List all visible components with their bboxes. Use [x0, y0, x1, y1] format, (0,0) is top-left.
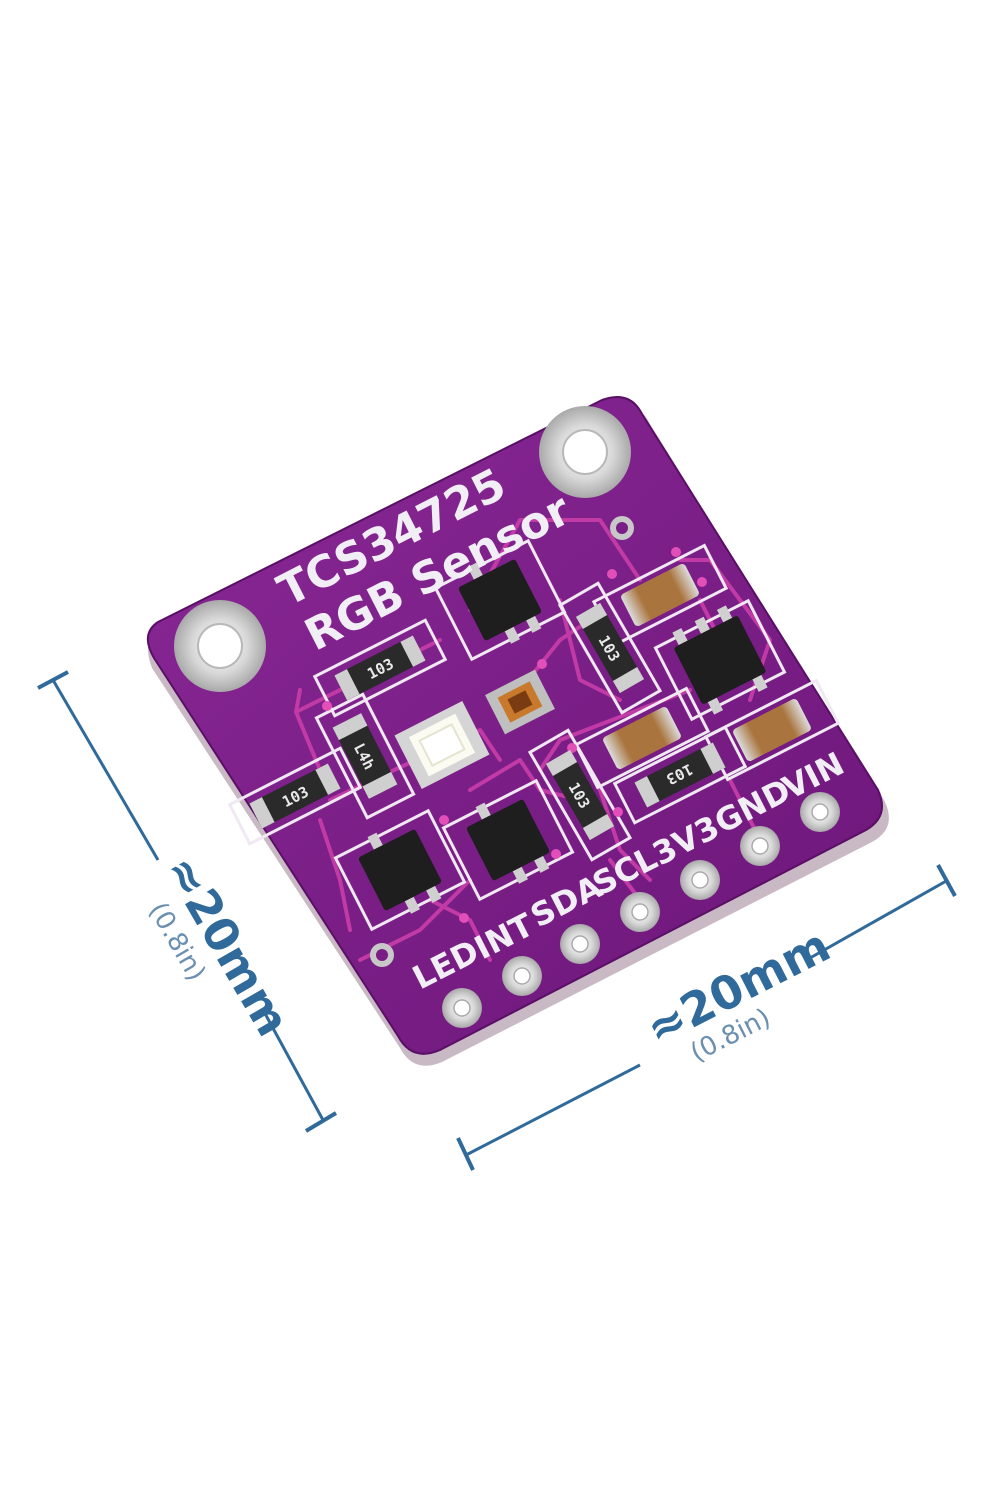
pad-int — [502, 956, 542, 996]
pcb-board: 103 103 103 103 103 — [147, 396, 889, 1066]
pad-led — [442, 988, 482, 1028]
transistor-q1 — [458, 559, 542, 644]
capacitor-c3 — [733, 698, 811, 762]
resistor-r5: 103 — [634, 742, 726, 808]
pad-sda — [560, 924, 600, 964]
capacitor-c1 — [621, 563, 699, 627]
mounting-hole-right — [539, 406, 631, 498]
transistor-q3 — [466, 799, 550, 884]
capacitor-c2 — [603, 706, 681, 770]
regulator-ic — [672, 605, 768, 715]
color-sensor-chip — [485, 669, 555, 735]
pad-3v3 — [680, 860, 720, 900]
pad-gnd — [740, 826, 780, 866]
white-led — [394, 701, 490, 789]
pad-scl — [620, 892, 660, 932]
transistor-q2 — [358, 829, 442, 914]
inductor: L4h — [332, 713, 398, 799]
resistor-r2: 103 — [249, 763, 341, 829]
pad-vin — [800, 792, 840, 832]
silkscreen-outlines — [227, 538, 841, 932]
vias — [322, 516, 707, 967]
header-pads — [442, 792, 840, 1028]
mounting-hole-left — [174, 600, 266, 692]
